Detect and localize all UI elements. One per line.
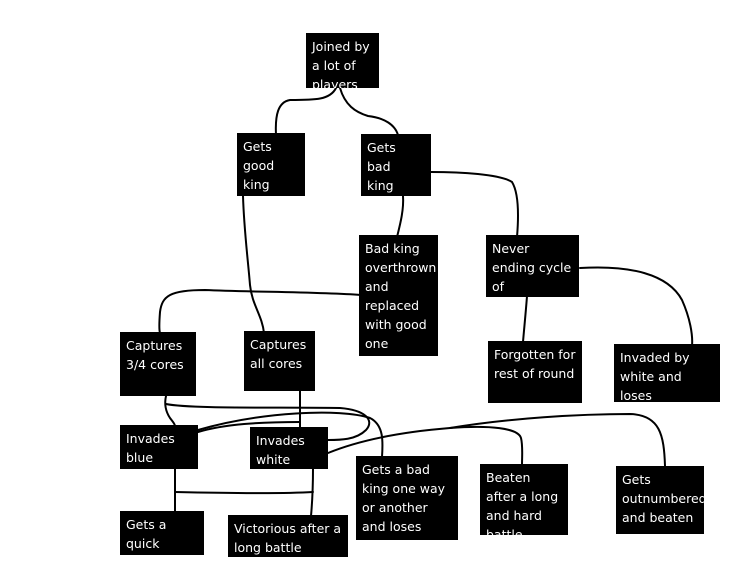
node-joined: Joined by a lot of players bbox=[306, 33, 379, 88]
node-invaded-white: Invaded by white and loses bbox=[614, 344, 720, 402]
edge-invades-white-to-victorious bbox=[310, 467, 314, 517]
node-bad-king-loses-label: Gets a bad king one way or another and l… bbox=[362, 462, 446, 534]
node-never-ending: Never ending cycle of revolutions bbox=[486, 235, 579, 297]
node-invaded-white-label: Invaded by white and loses bbox=[620, 350, 690, 402]
edge-bad-king-to-never-ending bbox=[430, 171, 519, 238]
node-forgotten: Forgotten for rest of round bbox=[488, 341, 582, 403]
node-quick-victory: Gets a quick victory bbox=[120, 511, 204, 555]
node-good-king: Gets good king bbox=[237, 133, 305, 196]
node-joined-label: Joined by a lot of players bbox=[312, 39, 370, 88]
node-victorious-long-label: Victorious after a long battle bbox=[234, 521, 342, 555]
node-outnumbered: Gets outnumbered and beaten bbox=[616, 466, 704, 534]
edge-invades-white-to-beaten-long bbox=[327, 425, 524, 467]
edge-bad-king-to-overthrown bbox=[396, 195, 405, 238]
node-beaten-long-label: Beaten after a long and hard battle bbox=[486, 470, 559, 535]
edge-captures-34-to-invades-blue bbox=[164, 395, 176, 427]
node-quick-victory-label: Gets a quick victory bbox=[126, 517, 167, 551]
node-bad-king-label: Gets bad king bbox=[367, 140, 396, 193]
edge-good-king-to-captures-all bbox=[242, 195, 265, 334]
edge-never-ending-to-forgotten bbox=[522, 295, 528, 343]
node-overthrown: Bad king overthrown and replaced with go… bbox=[359, 235, 438, 356]
edge-blue-white-bracket bbox=[174, 491, 314, 495]
edge-joined-to-good-king bbox=[274, 87, 337, 136]
node-captures-34-label: Captures 3/4 cores bbox=[126, 338, 184, 372]
edge-invades-blue-to-invades-white bbox=[197, 421, 301, 433]
edge-never-ending-to-invaded-white bbox=[579, 266, 694, 347]
node-invades-white: Invades white bbox=[250, 427, 328, 469]
edge-invades-white-to-outnumbered bbox=[449, 413, 666, 467]
node-forgotten-label: Forgotten for rest of round bbox=[494, 347, 576, 381]
edge-captures-34-to-invades-white bbox=[165, 403, 371, 441]
node-invades-white-label: Invades white bbox=[256, 433, 305, 467]
edge-overthrown-to-captures-34 bbox=[158, 289, 362, 334]
node-outnumbered-label: Gets outnumbered and beaten bbox=[622, 472, 704, 525]
node-captures-all-label: Captures all cores bbox=[250, 337, 307, 371]
node-victorious-long: Victorious after a long battle bbox=[228, 515, 348, 557]
node-captures-all: Captures all cores bbox=[244, 331, 315, 391]
node-invades-blue: Invades blue bbox=[120, 425, 198, 469]
node-beaten-long: Beaten after a long and hard battle bbox=[480, 464, 568, 535]
node-overthrown-label: Bad king overthrown and replaced with go… bbox=[365, 241, 437, 351]
node-never-ending-label: Never ending cycle of revolutions bbox=[492, 241, 572, 294]
node-bad-king: Gets bad king bbox=[361, 134, 431, 196]
node-invades-blue-label: Invades blue bbox=[126, 431, 175, 465]
edge-joined-to-bad-king bbox=[339, 87, 399, 136]
node-captures-34: Captures 3/4 cores bbox=[120, 332, 196, 396]
node-bad-king-loses: Gets a bad king one way or another and l… bbox=[356, 456, 458, 540]
node-good-king-label: Gets good king bbox=[243, 139, 275, 192]
